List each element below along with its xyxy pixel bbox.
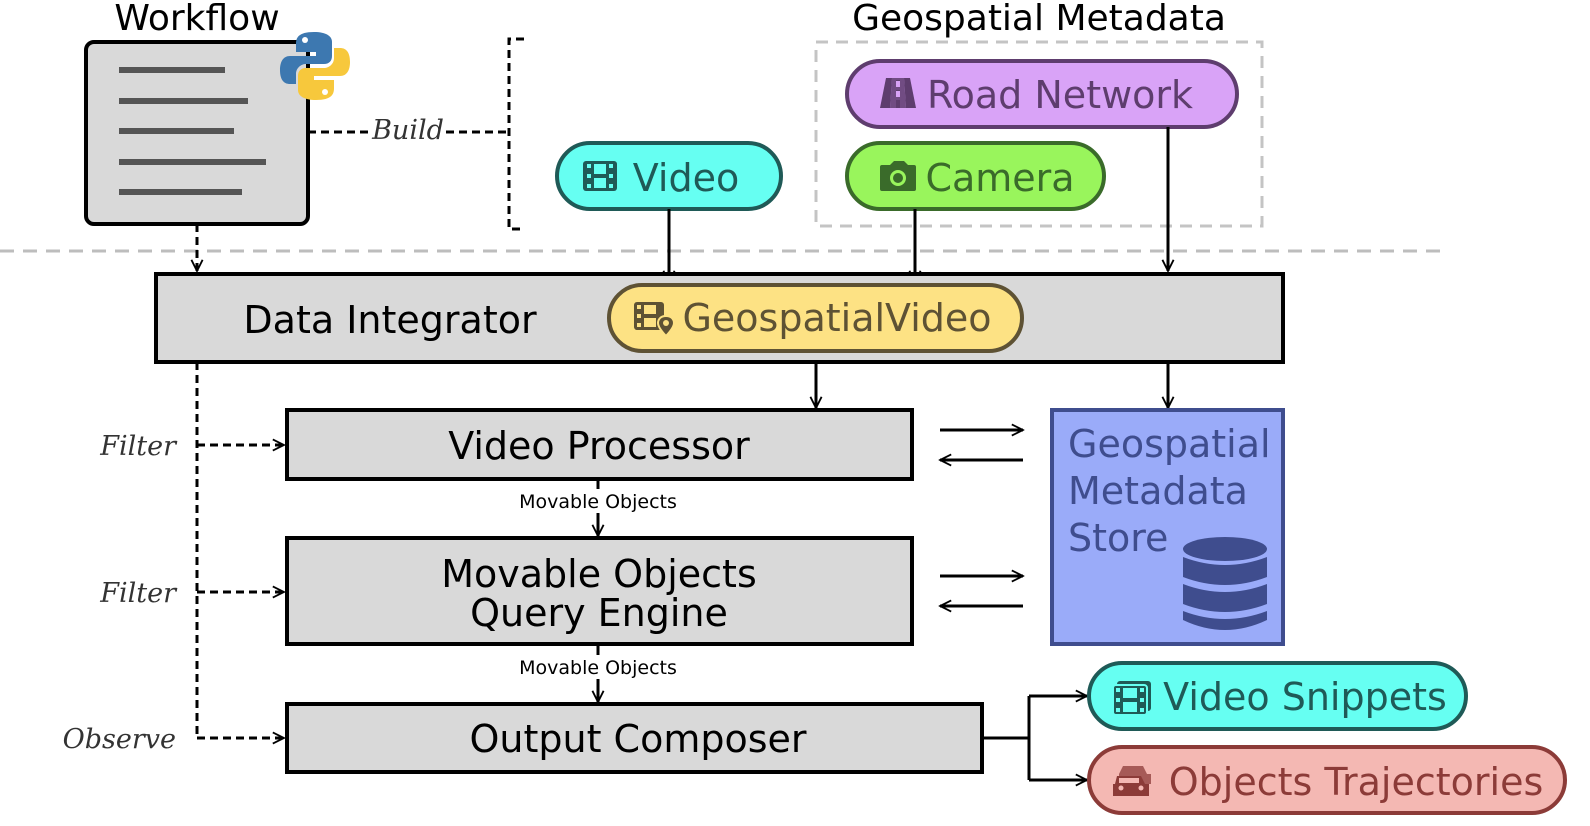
video-snippets-pill <box>1087 661 1468 731</box>
output-composer-box <box>285 702 984 774</box>
film-stack-icon <box>1112 681 1151 716</box>
geospatial-video-pill <box>607 283 1024 353</box>
cars-icon <box>1113 766 1151 796</box>
build-label: Build <box>371 115 444 146</box>
metadata-store-label-line2: Metadata <box>1068 469 1248 513</box>
movable-objects-label-bg-1 <box>518 489 678 513</box>
query-engine-label-line2: Query Engine <box>470 591 728 635</box>
objects-trajectories-label: Objects Trajectories <box>1169 760 1544 804</box>
movable-objects-label-bg-2 <box>518 655 678 679</box>
build-bracket <box>507 37 524 231</box>
camera-label: Camera <box>925 156 1074 200</box>
geospatial-video-label: GeospatialVideo <box>682 296 991 340</box>
road-network-pill <box>845 59 1239 129</box>
workflow-title: Workflow <box>114 0 279 39</box>
output-composer-label: Output Composer <box>469 717 806 761</box>
query-engine-box <box>285 536 914 646</box>
filter-label-2: Filter <box>99 578 178 609</box>
film-icon <box>583 161 617 191</box>
geospatial-metadata-group <box>814 40 1264 228</box>
data-integrator-label: Data Integrator <box>243 298 537 342</box>
observe-label: Observe <box>63 724 176 755</box>
video-snippets-label: Video Snippets <box>1163 675 1447 719</box>
film-location-icon <box>634 302 676 338</box>
movable-objects-label-2: Movable Objects <box>519 657 677 679</box>
geospatial-metadata-title: Geospatial Metadata <box>852 0 1226 39</box>
road-icon <box>880 78 916 108</box>
filter-label-1: Filter <box>99 431 178 462</box>
query-engine-label-line1: Movable Objects <box>441 552 757 596</box>
objects-trajectories-pill <box>1087 745 1567 815</box>
output-branch <box>982 696 1031 780</box>
video-processor-box <box>285 408 914 481</box>
video-label: Video <box>633 156 739 200</box>
movable-objects-label-1: Movable Objects <box>519 491 677 513</box>
camera-icon <box>880 161 916 191</box>
camera-pill <box>845 141 1106 211</box>
workflow-document <box>84 40 310 226</box>
python-logo <box>280 32 350 100</box>
road-network-label: Road Network <box>927 73 1193 117</box>
video-processor-label: Video Processor <box>448 424 750 468</box>
database-icon <box>1183 537 1267 630</box>
metadata-store-label-line3: Store <box>1068 516 1168 560</box>
metadata-store-label-line1: Geospatial <box>1068 422 1271 466</box>
